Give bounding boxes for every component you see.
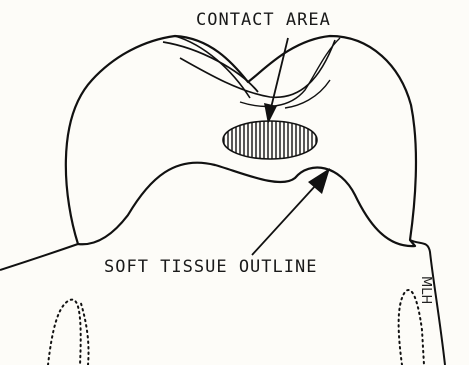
left-root-dotted-outline bbox=[80, 300, 89, 365]
contact-area-arrow bbox=[264, 38, 288, 124]
occlusal-groove-line bbox=[240, 38, 340, 106]
soft-tissue-outline-label: SOFT TISSUE OUTLINE bbox=[104, 257, 317, 277]
tooth-crown-outline bbox=[66, 36, 416, 246]
artist-signature: MLH bbox=[418, 276, 433, 304]
occlusal-groove-line bbox=[163, 42, 258, 92]
left-root-dotted-outline bbox=[48, 300, 81, 365]
left-gingiva-outline bbox=[0, 244, 78, 270]
contact-area-label: CONTACT AREA bbox=[196, 10, 331, 30]
contact-area-oval bbox=[223, 115, 317, 165]
